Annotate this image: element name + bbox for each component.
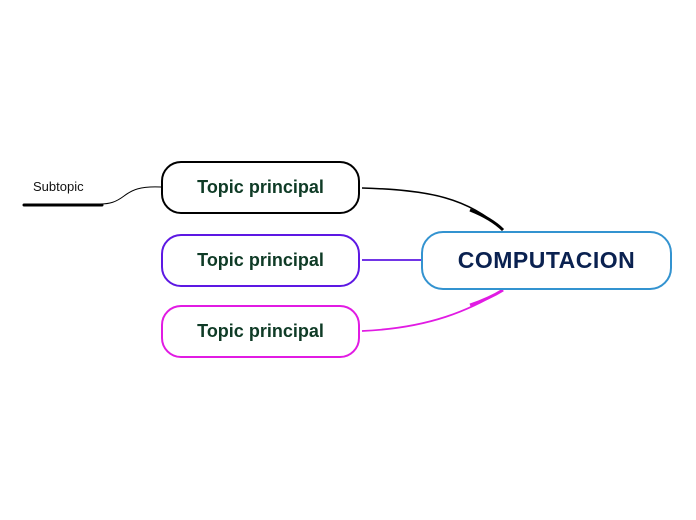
- topic-node-1[interactable]: Topic principal: [161, 161, 360, 214]
- connector-topic-3-thick: [469, 288, 504, 307]
- connector-topic-1-thick: [469, 208, 505, 232]
- subtopic-label: Subtopic: [33, 179, 84, 194]
- central-topic-node[interactable]: COMPUTACION: [421, 231, 672, 290]
- connector-topic-3: [361, 289, 504, 332]
- central-topic-label: COMPUTACION: [457, 247, 636, 273]
- topic-label-3: Topic principal: [197, 321, 324, 341]
- topic-node-2[interactable]: Topic principal: [161, 234, 360, 287]
- topic-node-3[interactable]: Topic principal: [161, 305, 360, 358]
- topic-label-2: Topic principal: [197, 250, 324, 270]
- connector-subtopic: [99, 186, 162, 205]
- connector-topic-1: [361, 187, 504, 231]
- subtopic-node[interactable]: Subtopic: [24, 178, 102, 202]
- topic-label-1: Topic principal: [197, 177, 324, 197]
